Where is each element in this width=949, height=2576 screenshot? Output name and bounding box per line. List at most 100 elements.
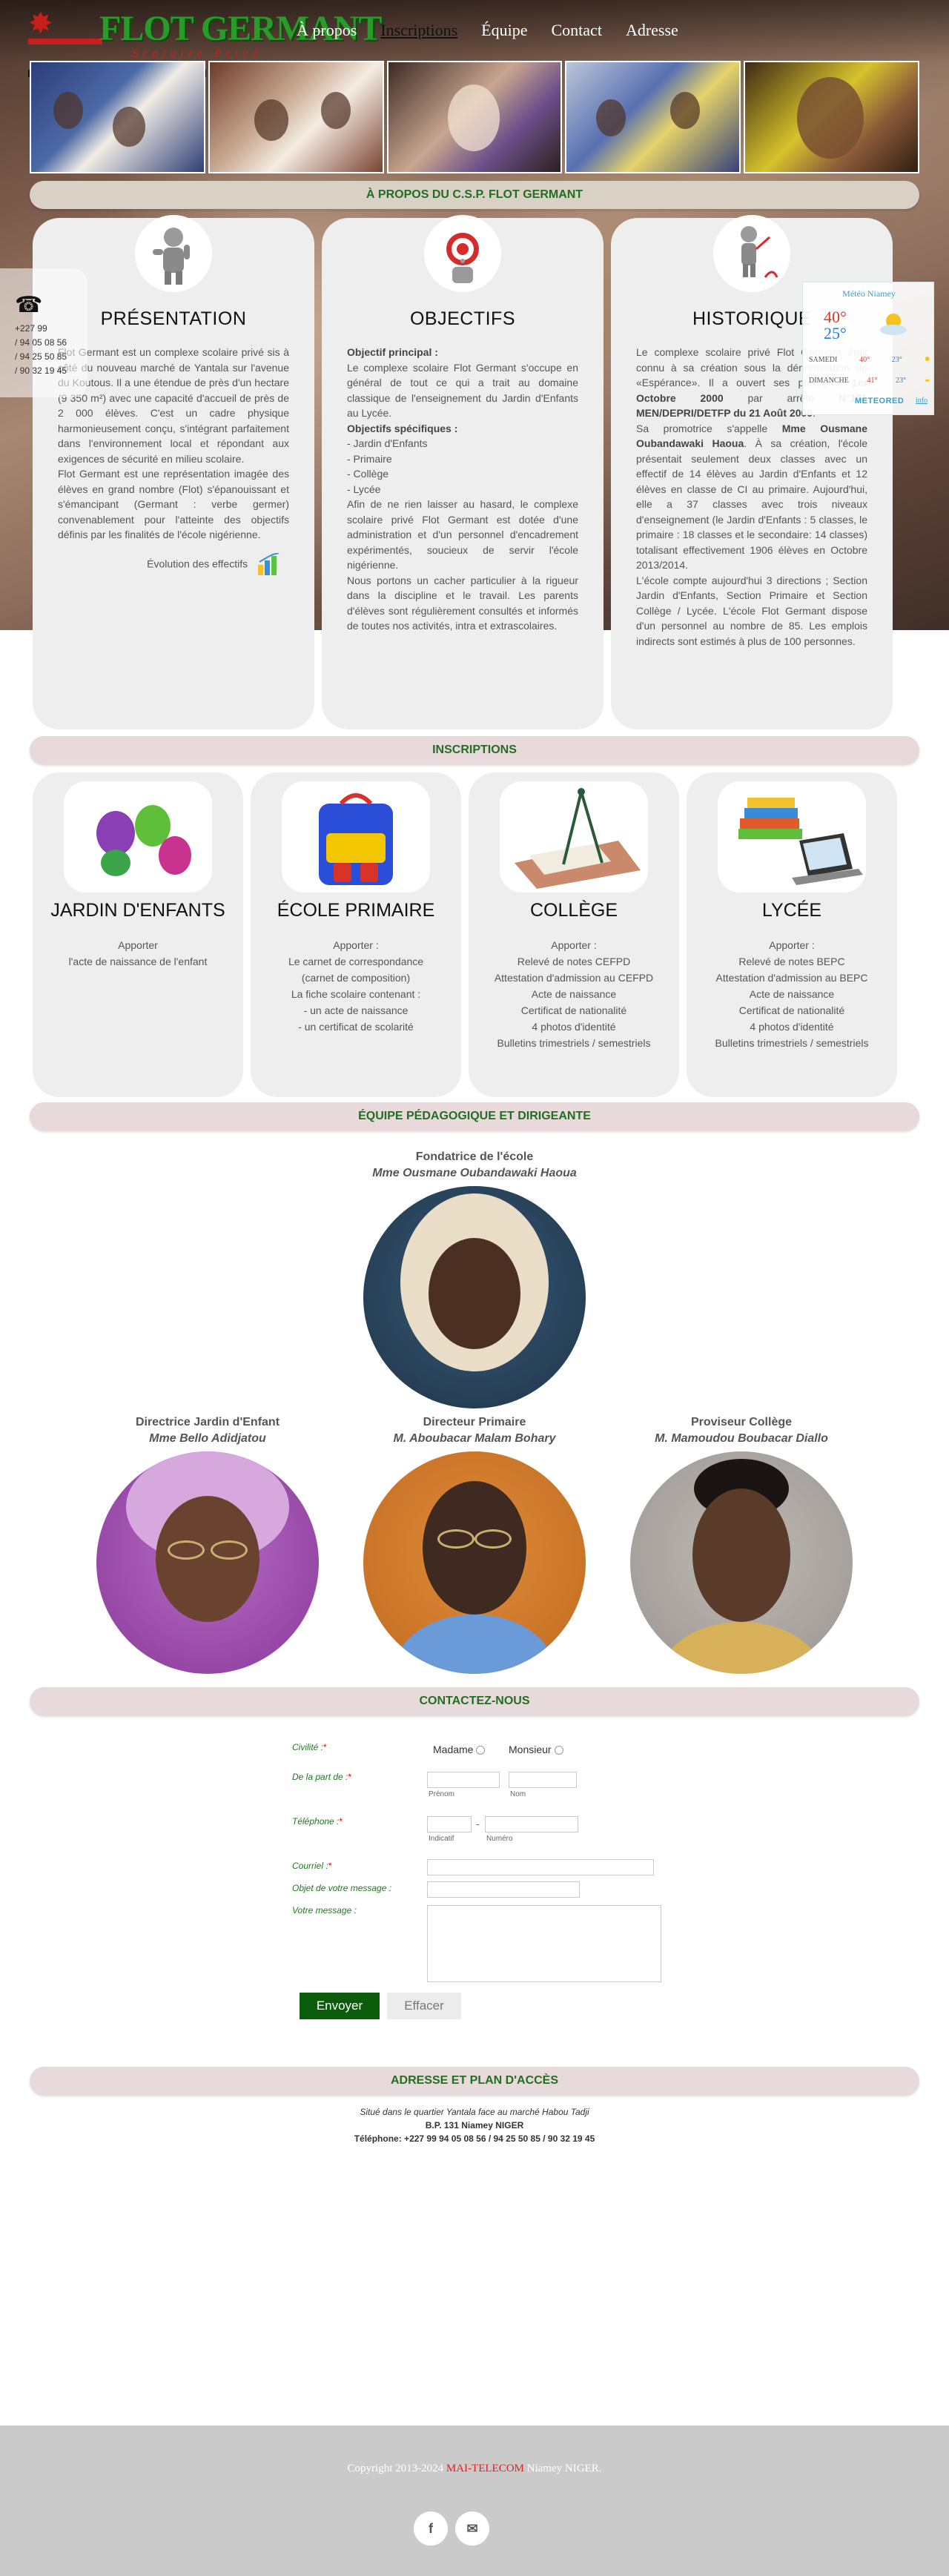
photo-student-5 bbox=[744, 61, 919, 173]
phone-label: Téléphone :* bbox=[292, 1816, 343, 1827]
weather-info-link[interactable]: info bbox=[916, 397, 928, 405]
chart-icon bbox=[257, 552, 282, 577]
sun-icon: ● bbox=[924, 354, 930, 365]
target-icon bbox=[424, 215, 501, 292]
civilite-label: Civilité :* bbox=[292, 1742, 327, 1752]
team-member-jardin: Directrice Jardin d'Enfant Mme Bello Adi… bbox=[74, 1414, 341, 1674]
historique-paragraph: L'école compte aujourd'hui 3 directions … bbox=[636, 574, 867, 647]
radio-monsieur-dot[interactable] bbox=[554, 1746, 563, 1755]
subject-label: Objet de votre message : bbox=[292, 1883, 392, 1893]
maitelecom-link[interactable]: MAI-TELECOM bbox=[446, 2463, 524, 2474]
about-section-title: À PROPOS DU C.S.P. FLOT GERMANT bbox=[30, 181, 919, 209]
radio-madame-label: Madame bbox=[433, 1744, 474, 1755]
facebook-icon[interactable]: f bbox=[414, 2512, 448, 2546]
nav-apropos[interactable]: À propos bbox=[297, 21, 357, 39]
avatar bbox=[630, 1451, 853, 1674]
radio-madame[interactable]: Madame bbox=[433, 1744, 486, 1755]
numero-hint: Numéro bbox=[486, 1835, 513, 1843]
nav-inscriptions[interactable]: Inscriptions bbox=[380, 21, 458, 39]
logo-tagline: Scolaire Privé bbox=[132, 47, 262, 60]
prenom-input[interactable] bbox=[427, 1772, 500, 1788]
team-member-primaire: Directeur Primaire M. Aboubacar Malam Bo… bbox=[341, 1414, 608, 1674]
requirement-line: Acte de naissance bbox=[749, 988, 835, 1000]
requirement-line: Apporter : bbox=[551, 939, 597, 951]
send-button[interactable]: Envoyer bbox=[300, 1993, 380, 2019]
nom-input[interactable] bbox=[509, 1772, 577, 1788]
requirement-line: Bulletins trimestriels / semestriels bbox=[497, 1037, 651, 1049]
weather-day-high: 40° bbox=[859, 355, 870, 364]
weather-widget[interactable]: Météo Niamey 40° 25° SAMEDI 40° 23° ● DI… bbox=[802, 282, 934, 415]
photo-classroom-1 bbox=[30, 61, 205, 173]
mail-icon[interactable]: ✉ bbox=[455, 2512, 489, 2546]
logo-star-icon: ✸ bbox=[28, 7, 53, 40]
radio-monsieur-label: Monsieur bbox=[509, 1744, 552, 1755]
weather-day: DIMANCHE bbox=[809, 376, 849, 385]
required-mark: * bbox=[323, 1742, 327, 1752]
message-textarea[interactable] bbox=[427, 1905, 661, 1982]
indicatif-input[interactable] bbox=[427, 1816, 472, 1832]
compass-image bbox=[500, 781, 648, 893]
photo-students-3 bbox=[386, 61, 563, 173]
inscription-card-title: COLLÈGE bbox=[529, 900, 618, 921]
from-label-text: De la part de : bbox=[292, 1772, 348, 1782]
required-mark: * bbox=[348, 1772, 352, 1782]
email-input[interactable] bbox=[427, 1859, 654, 1875]
member-name: Mme Bello Adidjatou bbox=[149, 1432, 266, 1445]
weather-day-low: 23° bbox=[895, 376, 906, 385]
member-name: Mme Ousmane Oubandawaki Haoua bbox=[372, 1167, 577, 1179]
requirement-line: 4 photos d'identité bbox=[750, 1021, 834, 1033]
address-phone: Téléphone: +227 99 94 05 08 56 / 94 25 5… bbox=[354, 2133, 595, 2144]
footer: Copyright 2013-2024 MAI-TELECOM Niamey N… bbox=[0, 2426, 949, 2576]
radio-madame-dot[interactable] bbox=[476, 1746, 486, 1755]
inscription-card-college: COLLÈGE Apporter : Relevé de notes CEFPD… bbox=[469, 772, 679, 1097]
address-line: Situé dans le quartier Yantala face au m… bbox=[360, 2107, 589, 2117]
weather-brand[interactable]: METEORED bbox=[855, 397, 905, 405]
numero-input[interactable] bbox=[485, 1816, 578, 1832]
reset-button[interactable]: Effacer bbox=[387, 1993, 461, 2019]
weather-day: SAMEDI bbox=[809, 355, 838, 364]
objectifs-text: Objectif principal : Le complexe scolair… bbox=[347, 345, 578, 634]
requirement-line: Attestation d'admission au CEFPD bbox=[494, 972, 654, 984]
objectif-item: - Primaire bbox=[347, 452, 392, 465]
person-icon bbox=[135, 215, 212, 292]
phone-numbers: +227 99 / 94 05 08 56 / 94 25 50 85 / 90… bbox=[15, 322, 67, 378]
weather-day-high: 41° bbox=[867, 376, 878, 385]
subject-input[interactable] bbox=[427, 1881, 580, 1898]
weather-high: 40° bbox=[824, 308, 847, 326]
requirement-line: - un certificat de scolarité bbox=[298, 1021, 414, 1033]
address-bp: B.P. 131 Niamey NIGER bbox=[425, 2120, 524, 2130]
radio-monsieur[interactable]: Monsieur bbox=[509, 1744, 563, 1755]
avatar bbox=[363, 1451, 586, 1674]
objectifs-specifiques-label: Objectifs spécifiques : bbox=[347, 422, 458, 434]
photo-strip bbox=[30, 61, 919, 173]
nav-equipe[interactable]: Équipe bbox=[481, 21, 528, 39]
main-nav: À propos Inscriptions Équipe Contact Adr… bbox=[297, 21, 678, 40]
historique-promotrice: Mme Ousmane Oubandawaki Haoua bbox=[636, 422, 867, 450]
evolution-link[interactable]: Évolution des effectifs bbox=[58, 552, 289, 577]
copyright-text: Niamey NIGER. bbox=[523, 2463, 602, 2474]
email-label-text: Courriel : bbox=[292, 1861, 328, 1871]
phone-line: / 90 32 19 45 bbox=[15, 365, 67, 376]
presentation-paragraph: Flot Germant est un complexe scolaire pr… bbox=[58, 346, 289, 465]
team-member-fondatrice: Fondatrice de l'école Mme Ousmane Ouband… bbox=[341, 1149, 608, 1408]
nav-contact[interactable]: Contact bbox=[551, 21, 602, 39]
requirement-line: Bulletins trimestriels / semestriels bbox=[715, 1037, 869, 1049]
nav-adresse[interactable]: Adresse bbox=[625, 21, 678, 39]
presentation-paragraph: Flot Germant est une représentation imag… bbox=[58, 468, 289, 540]
copyright-text: Copyright 2013-2024 bbox=[347, 2463, 446, 2474]
inscription-card-title: ÉCOLE PRIMAIRE bbox=[277, 900, 435, 921]
requirement-line: La fiche scolaire contenant : bbox=[291, 988, 421, 1000]
phone-widget: ☎ +227 99 / 94 05 08 56 / 94 25 50 85 / … bbox=[0, 268, 87, 397]
historique-text-part: Sa promotrice s'appelle bbox=[636, 422, 782, 434]
phone-separator: - bbox=[476, 1818, 480, 1830]
historique-text-part: . À sa création, l'école présentait seul… bbox=[636, 437, 867, 571]
sun-cloud-icon bbox=[877, 311, 910, 337]
civilite-label-text: Civilité : bbox=[292, 1742, 324, 1752]
weather-day-row: SAMEDI 40° 23° ● bbox=[809, 354, 930, 365]
photo-classroom-2 bbox=[208, 61, 384, 173]
presentation-text: Flot Germant est un complexe scolaire pr… bbox=[58, 345, 289, 543]
address-section-title: ADRESSE ET PLAN D'ACCÈS bbox=[30, 2067, 919, 2095]
presentation-title: PRÉSENTATION bbox=[100, 308, 247, 329]
team-member-college: Proviseur Collège M. Mamoudou Boubacar D… bbox=[608, 1414, 875, 1674]
